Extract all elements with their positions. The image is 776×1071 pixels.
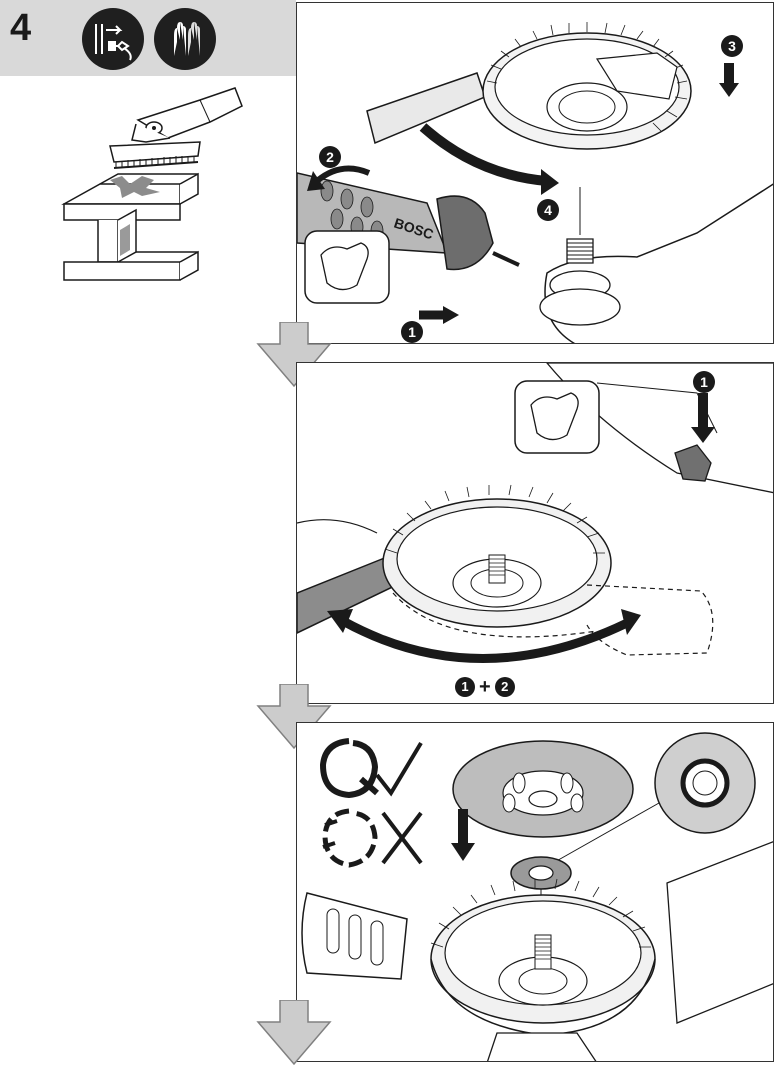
flow-arrow-down-icon	[256, 999, 332, 1071]
step-badge: 3	[721, 35, 743, 57]
unplug-power-icon	[82, 8, 144, 70]
step-badge: 1	[455, 677, 475, 698]
step-badge: 2	[494, 677, 515, 698]
plus-sign: +	[479, 676, 491, 699]
panel-3-mount-disc	[296, 722, 774, 1062]
panel-1-remove-handle: BOSC 1 2 3 4	[296, 2, 774, 344]
panel-2-rotate-guard: 1 1+2	[296, 362, 774, 704]
step-header-band	[0, 0, 296, 76]
grinder-on-beam-illustration	[50, 80, 260, 305]
correct-check-icon	[317, 735, 427, 801]
incorrect-cross-icon	[317, 803, 427, 873]
combined-step-label: 1+2	[455, 675, 515, 698]
step-badge: 2	[319, 146, 341, 168]
step-badge: 1	[401, 321, 423, 343]
protective-gloves-icon	[154, 8, 216, 70]
step-number: 4	[10, 7, 32, 49]
step-badge: 4	[537, 199, 559, 221]
step-badge: 1	[693, 371, 715, 393]
